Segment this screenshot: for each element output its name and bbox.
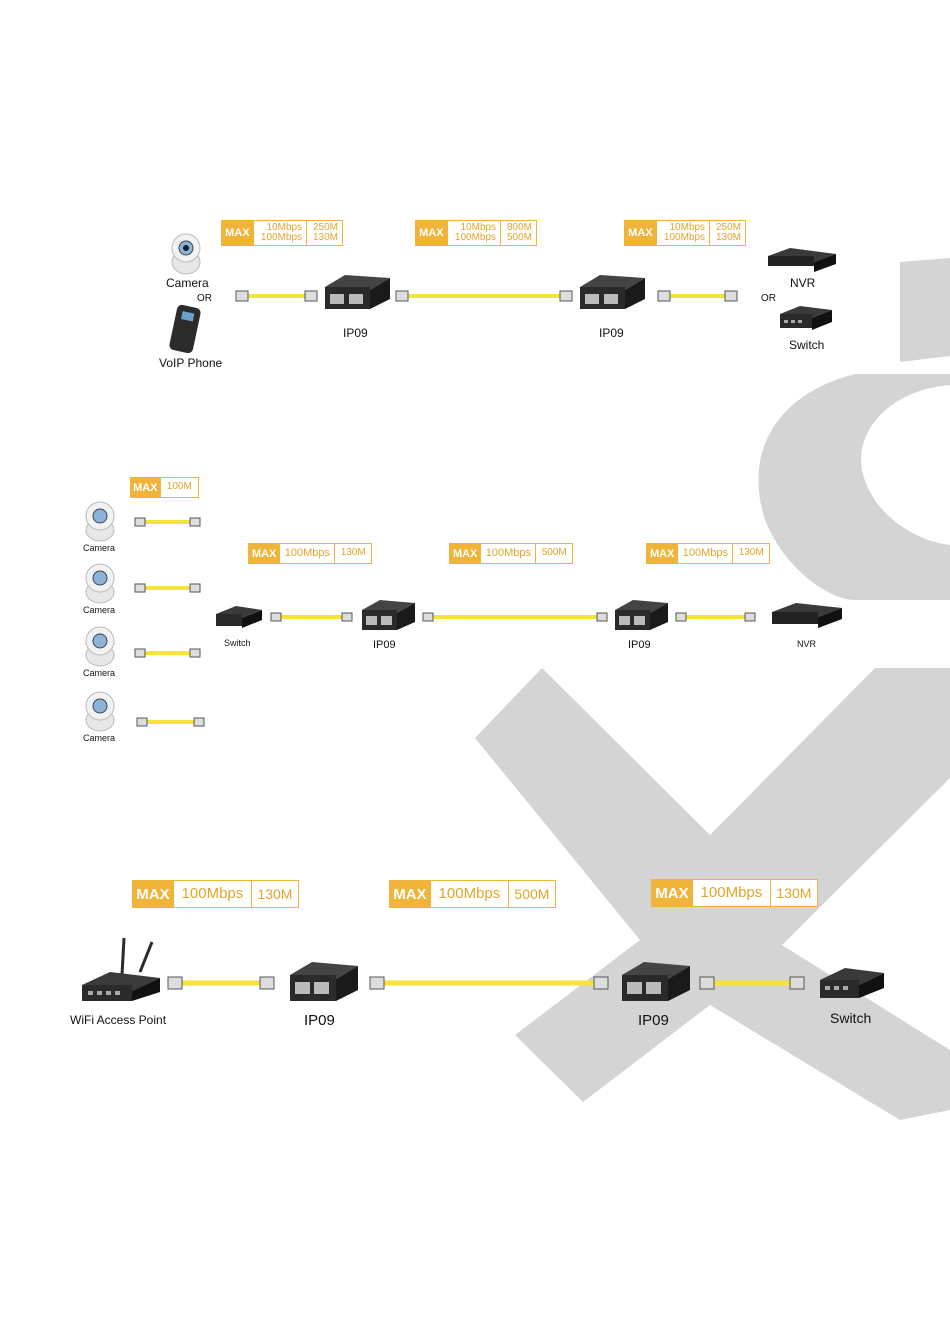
cable (270, 612, 353, 622)
cable (134, 648, 201, 658)
switch-label: Switch (224, 638, 251, 648)
cable (675, 612, 756, 622)
cable (422, 612, 608, 622)
switch-icon (216, 606, 262, 628)
or-label: OR (197, 293, 212, 304)
wifi-access-point-label: WiFi Access Point (70, 1013, 167, 1027)
camera-icon (171, 233, 201, 275)
camera-icon (85, 626, 115, 667)
ip09-label: IP09 (638, 1012, 669, 1029)
badge-max-distance: MAX 100M (130, 477, 199, 498)
camera-label: Camera (83, 668, 116, 678)
ip09-label: IP09 (628, 639, 651, 651)
badge-max-speed-distance: MAX 100Mbps 130M (248, 543, 372, 564)
cable (657, 290, 738, 302)
switch-icon (820, 968, 884, 998)
camera-label: Camera (166, 276, 209, 290)
cable (395, 290, 573, 302)
switch-label: Switch (789, 338, 825, 352)
ip09-device-icon (622, 962, 690, 1001)
ip09-device-icon (325, 275, 390, 309)
cable (134, 583, 201, 593)
ip09-label: IP09 (343, 326, 368, 340)
camera-icon (85, 501, 115, 542)
ip09-device-icon (290, 962, 358, 1001)
badge-max-speed-distance: MAX 100Mbps 130M (132, 880, 299, 908)
badge-max-speed-distance: MAX 100Mbps 500M (449, 543, 573, 564)
camera-icon (85, 563, 115, 604)
badge-max-speed-distance: MAX 100Mbps 130M (646, 543, 770, 564)
cable (699, 976, 805, 990)
nvr-label: NVR (790, 276, 816, 290)
camera-icon (85, 691, 115, 732)
ip09-label: IP09 (599, 326, 624, 340)
cable (167, 976, 275, 990)
wifi-access-point-icon (82, 937, 160, 1001)
ip09-device-icon (362, 600, 415, 630)
switch-icon (780, 306, 832, 330)
cable (136, 717, 205, 727)
switch-label: Switch (830, 1010, 872, 1026)
ip09-device-icon (580, 275, 645, 309)
nvr-icon (772, 603, 842, 628)
voip-phone-icon (169, 304, 201, 354)
badge-max-speed-distance: MAX 100Mbps 130M (651, 879, 818, 907)
ip09-label: IP09 (373, 639, 396, 651)
ip09-device-icon (615, 600, 668, 630)
badge-max-speed-distance: MAX 100Mbps 500M (389, 880, 556, 908)
cable (134, 517, 201, 527)
voip-phone-label: VoIP Phone (159, 356, 223, 370)
ip09-label: IP09 (304, 1012, 335, 1029)
camera-label: Camera (83, 733, 116, 743)
nvr-label: NVR (797, 639, 817, 649)
or-label: OR (761, 293, 776, 304)
cable (369, 976, 609, 990)
camera-label: Camera (83, 605, 116, 615)
camera-label: Camera (83, 543, 116, 553)
cable (235, 290, 318, 302)
nvr-icon (768, 248, 836, 272)
